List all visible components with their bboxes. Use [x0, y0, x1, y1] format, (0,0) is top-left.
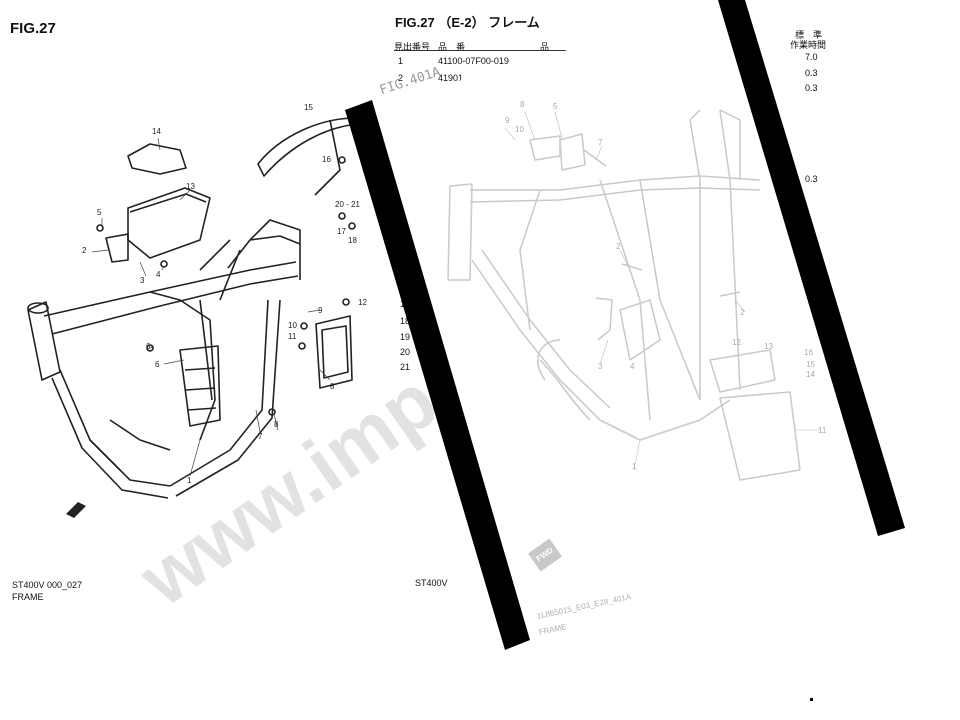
callout: 14 [152, 127, 161, 136]
model-code: ST400V 000_027 [12, 580, 83, 590]
row-time: 0.3 [805, 68, 818, 78]
callout: 2 [82, 246, 87, 255]
overlay-callout: 14 [806, 370, 815, 379]
callout: 11 [288, 332, 297, 341]
partial-ref: 19 [400, 332, 411, 342]
header-desc: 品 [540, 42, 550, 52]
callout: 3 [140, 276, 145, 285]
overlay-callout: 4 [630, 362, 635, 371]
callout: 20 - 21 [335, 200, 360, 209]
fig-label: FIG.27 [10, 20, 56, 37]
overlay-callout: 15 [806, 360, 815, 369]
overlay-callout: 12 [732, 338, 741, 347]
callout: 12 [358, 298, 367, 307]
header-time: 作業時間 [790, 40, 827, 50]
scan-dot [810, 698, 813, 701]
overlay-callout: 8 [520, 100, 525, 109]
overlay-callout: 10 [515, 125, 524, 134]
callout: 1 [187, 476, 192, 485]
section-name: FRAME [12, 592, 44, 602]
row-ref: 1 [398, 56, 404, 66]
overlay-callout: 13 [764, 342, 773, 351]
callout: 7 [258, 432, 263, 441]
header-ref: 見出番号 [394, 42, 431, 52]
partial-ref: 21 [400, 362, 411, 372]
callout: 10 [288, 321, 297, 330]
callout: 15 [304, 103, 313, 112]
fwd-label: FWD [534, 545, 555, 564]
row-time: 0.3 [805, 83, 818, 93]
callout: 8 [330, 382, 335, 391]
overlay-callout: 2 [616, 242, 621, 251]
overlay-callout: 1 [632, 462, 637, 471]
row-part-no: 41901... [438, 73, 471, 83]
callout: 6 [146, 342, 151, 351]
overlay-callout: 5 [553, 102, 558, 111]
callout: 8 [274, 420, 279, 429]
row-time: 0.3 [805, 174, 818, 184]
callout: 4 [156, 270, 161, 279]
callout: 13 [186, 182, 195, 191]
callout: 9 [318, 306, 323, 315]
parts-model: ST400V [415, 578, 448, 588]
callout: 6 [155, 360, 160, 369]
overlay-callout: 9 [505, 116, 510, 125]
overlay-callout: 7 [598, 138, 603, 147]
row-time: 7.0 [805, 52, 818, 62]
callout: 5 [97, 208, 102, 217]
header-divider [394, 50, 604, 51]
overlay-callout: 11 [818, 426, 827, 435]
overlay-callout: 3 [598, 362, 603, 371]
callout: 18 [348, 236, 357, 245]
overlay-callout: 16 [804, 348, 813, 357]
front-arrow-icon [66, 502, 86, 518]
row-ref: 2 [398, 73, 404, 83]
header-part-no: 品 番 [438, 42, 466, 52]
parts-list-title: FIG.27 （E-2） フレーム [395, 15, 540, 30]
partial-ref: 18 [400, 316, 411, 326]
header-std: 標 準 [795, 30, 823, 40]
row-part-no: 41100-07F00-019 [438, 56, 509, 66]
callout: 17 [337, 227, 346, 236]
partial-ref: 20 [400, 347, 411, 357]
callout: 16 [322, 155, 331, 164]
overlay-callout: 2 [740, 308, 745, 317]
